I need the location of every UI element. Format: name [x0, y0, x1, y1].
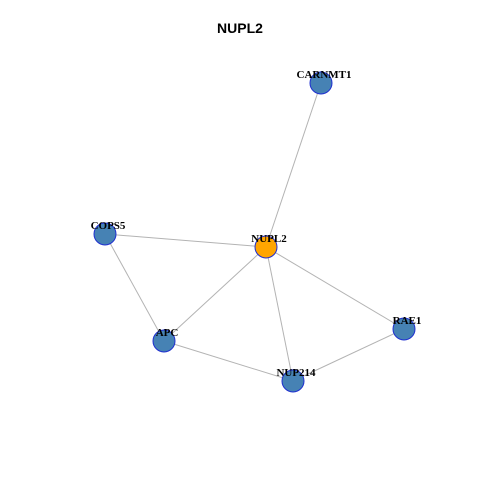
edge-nupl2-rae1 — [265, 246, 405, 330]
edge-nup214-rae1 — [292, 328, 405, 382]
node-nup214[interactable] — [281, 369, 305, 393]
edge-nupl2-carnmt1 — [265, 82, 322, 248]
edge-cops5-apc — [104, 233, 165, 342]
node-cops5[interactable] — [93, 222, 117, 246]
edge-nupl2-apc — [163, 246, 267, 342]
node-rae1[interactable] — [392, 317, 416, 341]
edge-nupl2-cops5 — [104, 233, 267, 248]
node-label-rae1: RAE1 — [393, 315, 422, 327]
nodes-layer — [93, 71, 416, 393]
node-label-apc: APC — [156, 327, 179, 339]
edges-layer — [104, 82, 405, 382]
node-carnmt1[interactable] — [309, 71, 333, 95]
node-apc[interactable] — [152, 329, 176, 353]
node-label-carnmt1: CARNMT1 — [297, 69, 352, 81]
graph-title: NUPL2 — [217, 20, 263, 36]
node-label-nupl2: NUPL2 — [251, 233, 287, 245]
node-label-cops5: COPS5 — [91, 220, 126, 232]
edge-apc-nup214 — [163, 340, 294, 382]
edge-nupl2-nup214 — [265, 246, 294, 382]
node-nupl2[interactable] — [254, 235, 278, 259]
node-label-nup214: NUP214 — [276, 367, 316, 379]
